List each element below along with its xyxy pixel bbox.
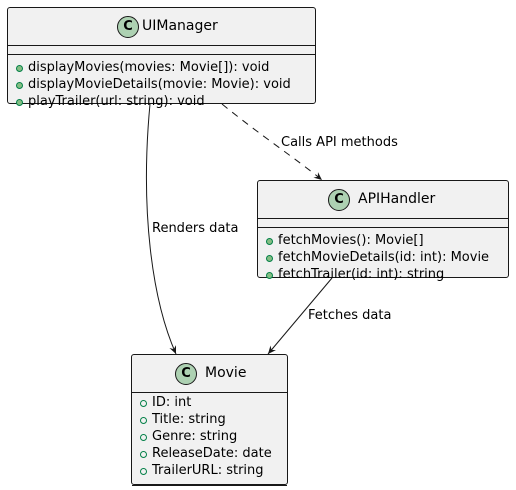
method-item: displayMovieDetails(movie: Movie): void <box>8 76 315 93</box>
class-movie[interactable]: C Movie ID: int Title: string Genre: str… <box>131 354 288 486</box>
field-item: TrailerURL: string <box>132 462 287 479</box>
public-visibility-icon <box>140 434 147 441</box>
class-icon: C <box>328 189 350 211</box>
public-visibility-icon <box>140 468 147 475</box>
public-visibility-icon <box>16 82 23 89</box>
class-name: UIManager <box>142 18 218 34</box>
method-item: fetchMovies(): Movie[] <box>258 232 508 249</box>
method-item: fetchMovieDetails(id: int): Movie <box>258 249 508 266</box>
class-header: C UIManager <box>8 8 315 46</box>
public-visibility-icon <box>266 272 273 279</box>
field-item: Genre: string <box>132 428 287 445</box>
class-icon: C <box>175 363 197 385</box>
edge-label-calls: Calls API methods <box>281 135 398 150</box>
methods-section: displayMovies(movies: Movie[]): void dis… <box>8 55 315 116</box>
class-name: APIHandler <box>358 191 436 207</box>
public-visibility-icon <box>16 65 23 72</box>
edge-fetches-data <box>267 277 333 355</box>
class-icon: C <box>117 16 139 38</box>
method-item: fetchTrailer(id: int): string <box>258 266 508 283</box>
class-header: C Movie <box>132 355 287 393</box>
public-visibility-icon <box>16 99 23 106</box>
class-name: Movie <box>205 365 247 381</box>
edge-label-renders: Renders data <box>152 221 239 236</box>
public-visibility-icon <box>266 238 273 245</box>
public-visibility-icon <box>140 451 147 458</box>
edge-label-fetches: Fetches data <box>308 308 392 323</box>
field-item: ReleaseDate: date <box>132 445 287 462</box>
edge-renders-data <box>145 103 177 355</box>
method-item: displayMovies(movies: Movie[]): void <box>8 59 315 76</box>
edge-calls-api-methods <box>221 103 323 181</box>
fields-section: ID: int Title: string Genre: string Rele… <box>132 393 287 486</box>
methods-section: fetchMovies(): Movie[] fetchMovieDetails… <box>258 228 508 289</box>
method-item: playTrailer(url: string): void <box>8 93 315 110</box>
public-visibility-icon <box>140 400 147 407</box>
public-visibility-icon <box>266 255 273 262</box>
field-item: Title: string <box>132 411 287 428</box>
field-item: ID: int <box>132 394 287 411</box>
attributes-section <box>8 46 315 55</box>
attributes-section <box>258 219 508 228</box>
public-visibility-icon <box>140 417 147 424</box>
class-header: C APIHandler <box>258 181 508 219</box>
class-uimanager[interactable]: C UIManager displayMovies(movies: Movie[… <box>7 7 316 109</box>
class-apihandler[interactable]: C APIHandler fetchMovies(): Movie[] fetc… <box>257 180 509 282</box>
